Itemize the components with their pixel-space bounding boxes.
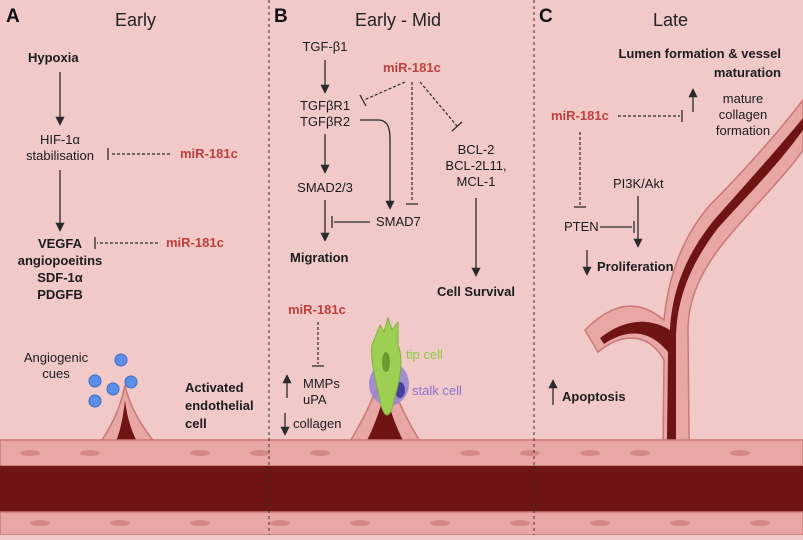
activated-label-line1: Activated (185, 380, 244, 395)
panel-b-title: Early - Mid (355, 10, 441, 30)
collagen-label: collagen (293, 416, 341, 431)
tgfbr1-label: TGFβR1 (300, 98, 350, 113)
panel-b: B Early - Mid TGF-β1 TGFβR1 TGFβR2 miR-1… (274, 6, 515, 436)
panel-c-title: Late (653, 10, 688, 30)
lumen-label-line2: maturation (714, 65, 781, 80)
lumen-label-line1: Lumen formation & vessel (618, 46, 781, 61)
mir-b-top: miR-181c (383, 60, 441, 75)
sprout-a-lumen (112, 400, 142, 450)
mature-label-line3: formation (716, 123, 770, 138)
branch-vessel-lumen (600, 118, 803, 535)
vessel-lumen (0, 466, 803, 512)
panel-a-title: Early (115, 10, 156, 30)
vegfa-label: VEGFA (38, 236, 83, 251)
mir-hif: miR-181c (180, 146, 238, 161)
tip-cell-nucleus (382, 352, 390, 372)
mir-vegfa: miR-181c (166, 235, 224, 250)
panel-c-letter: C (539, 6, 553, 27)
inhibit-bcl-line (419, 81, 458, 127)
sprout-b-lumen (362, 390, 408, 450)
inhibit-bcl-bar (451, 121, 463, 132)
bcl2-label: BCL-2 (458, 142, 495, 157)
activated-label-line2: endothelial (185, 398, 254, 413)
cell-survival-label: Cell Survival (437, 284, 515, 299)
sdf-label: SDF-1α (37, 270, 83, 285)
tgfb1-label: TGF-β1 (302, 39, 347, 54)
cues-label-line1: Angiogenic (24, 350, 89, 365)
panel-a-letter: A (6, 6, 20, 27)
branch-vessel-wall (584, 98, 803, 536)
angiopoeitins-label: angiopoeitins (18, 253, 103, 268)
apoptosis-label: Apoptosis (562, 389, 626, 404)
angiogenic-cue-dots (88, 353, 138, 408)
hif-label-line1: HIF-1α (40, 132, 81, 147)
mmps-label: MMPs (303, 376, 340, 391)
mir-b-bottom: miR-181c (288, 302, 346, 317)
panel-b-letter: B (274, 6, 288, 27)
smad23-label: SMAD2/3 (297, 180, 353, 195)
stalk-cell-label: stalk cell (412, 383, 462, 398)
tip-cell-label: tip cell (406, 347, 443, 362)
smad7-label: SMAD7 (376, 214, 421, 229)
vessel-top-wall (0, 439, 803, 467)
panel-c: C Late Lumen formation & vessel maturati… (539, 6, 781, 405)
bcl2l11-label: BCL-2L11, (445, 158, 506, 173)
activated-label-line3: cell (185, 416, 207, 431)
pi3k-label: PI3K/Akt (613, 176, 664, 191)
mcl1-label: MCL-1 (456, 174, 495, 189)
pdgfb-label: PDGFB (37, 287, 83, 302)
mature-label-line2: collagen (719, 107, 767, 122)
inhibit-receptors-bar (359, 94, 367, 107)
proliferation-label: Proliferation (597, 259, 674, 274)
inhibit-receptors-line (363, 81, 406, 101)
panel-a: A Early Hypoxia HIF-1α stabilisation miR… (6, 6, 254, 431)
mature-label-line1: mature (723, 91, 763, 106)
hypoxia-label: Hypoxia (28, 50, 79, 65)
upa-label: uPA (303, 392, 327, 407)
tgfbr2-label: TGFβR2 (300, 114, 350, 129)
migration-label: Migration (290, 250, 349, 265)
endothelial-cell-nuclei (20, 450, 770, 526)
cues-label-line2: cues (42, 366, 70, 381)
vessel-illustration (0, 98, 803, 536)
mir-c: miR-181c (551, 108, 609, 123)
pten-label: PTEN (564, 219, 599, 234)
arrow-receptors-smad7 (360, 119, 395, 210)
hif-label-line2: stabilisation (26, 148, 94, 163)
